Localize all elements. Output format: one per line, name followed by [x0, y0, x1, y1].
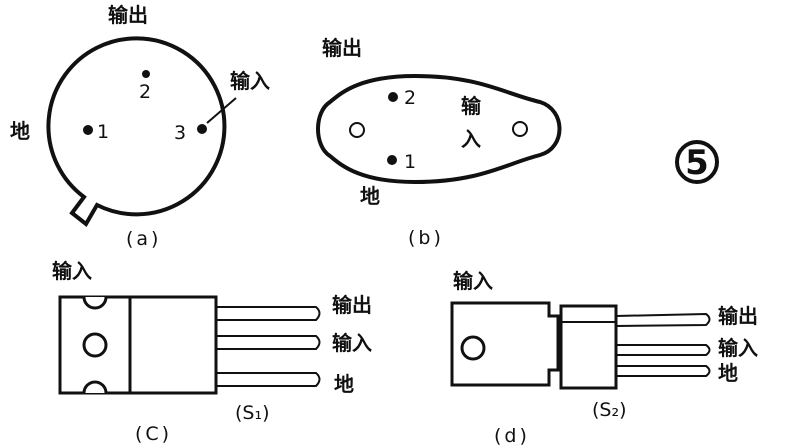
package-c-ground-label: 地 — [334, 372, 354, 396]
package-c-notch-bottom — [82, 380, 108, 394]
package-b-pin-2 — [388, 92, 398, 102]
package-b-pin-1 — [387, 155, 397, 165]
package-c-mount-hole — [82, 332, 108, 358]
figure-number-circle — [675, 140, 719, 184]
package-c-input-top-label: 输入 — [52, 259, 92, 283]
package-b-ground-label: 地 — [360, 184, 380, 208]
package-c-lead-output — [216, 306, 321, 321]
package-d-input-label: 输入 — [718, 336, 758, 360]
package-d-ground-label: 地 — [718, 361, 738, 385]
package-d-body — [559, 304, 618, 390]
package-b-input-label-1: 输 — [461, 94, 482, 118]
package-d-tab — [450, 301, 560, 387]
figure-number-badge: 5 — [675, 140, 719, 184]
package-d-mount-hole — [460, 335, 486, 361]
package-b-output-label: 输出 — [322, 36, 362, 60]
package-a-caption: (a) — [126, 228, 161, 250]
package-a-input-leader — [206, 97, 237, 124]
package-c-notch-top — [82, 296, 108, 310]
package-a: 输出 2 输入 地 1 3 (a) — [10, 3, 270, 250]
package-d-package-label: (S₂) — [592, 399, 627, 421]
package-d-lead-input — [616, 344, 711, 356]
package-d-lead-ground — [616, 365, 711, 377]
package-c-tab — [58, 295, 132, 395]
package-a-pin-3 — [197, 124, 207, 134]
package-d-input-top-label: 输入 — [453, 269, 493, 293]
package-b-pin2-label: 2 — [404, 87, 416, 109]
package-b-body — [316, 73, 562, 185]
package-a-output-label: 输出 — [108, 3, 148, 27]
package-d-caption: (d) — [494, 425, 530, 447]
package-d-lead-output — [615, 312, 711, 327]
package-a-pin3-label: 3 — [174, 122, 186, 144]
package-a-body — [46, 36, 227, 227]
package-d: 输入 输出 输入 地 (S₂) (d) — [450, 269, 758, 447]
package-c-lead-input — [216, 335, 321, 350]
package-a-ground-label: 地 — [10, 119, 30, 143]
package-b-input-label-2: 入 — [461, 127, 481, 151]
figure-number-text: 5 — [685, 143, 709, 183]
package-c-caption: (C) — [135, 423, 172, 445]
package-b-mount-hole-left — [349, 122, 365, 138]
package-c: 输入 输出 输入 地 (S₁) (C) — [52, 259, 372, 445]
package-c-output-label: 输出 — [332, 293, 372, 317]
package-d-output-label: 输出 — [718, 304, 758, 328]
package-b: 输出 2 输 入 1 地 (b) — [316, 36, 562, 249]
package-a-input-label: 输入 — [230, 69, 270, 93]
package-c-package-label: (S₁) — [235, 402, 270, 424]
package-a-pin-1 — [83, 125, 93, 135]
package-a-pin1-label: 1 — [97, 121, 109, 143]
package-a-pin2-label: 2 — [139, 81, 151, 103]
package-b-pin1-label: 1 — [404, 151, 416, 173]
package-a-pin-2 — [142, 70, 150, 78]
package-c-body — [128, 295, 218, 395]
package-c-input-label: 输入 — [332, 331, 372, 355]
package-b-caption: (b) — [408, 227, 444, 249]
package-c-lead-ground — [216, 372, 321, 387]
package-b-mount-hole-right — [512, 121, 528, 137]
